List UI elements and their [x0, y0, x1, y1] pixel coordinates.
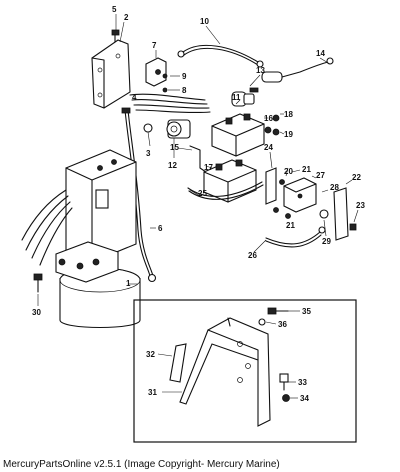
- cable-10: [177, 44, 264, 68]
- screw-30: [33, 273, 43, 293]
- callout-33: 33: [298, 378, 307, 387]
- hoses: [21, 189, 73, 266]
- callout-14: 14: [316, 49, 325, 58]
- callout-26: 26: [248, 251, 257, 260]
- callout-12: 12: [168, 161, 177, 170]
- nuts-20-21: [273, 179, 291, 219]
- callout-34: 34: [300, 394, 309, 403]
- callout-35: 35: [302, 307, 311, 316]
- callout-29: 29: [322, 237, 331, 246]
- callout-19: 19: [284, 130, 293, 139]
- callout-30: 30: [32, 308, 41, 317]
- pump-motor: [55, 149, 141, 329]
- callout-23: 23: [356, 201, 365, 210]
- leader-lines: [37, 14, 359, 399]
- callout-21a: 21: [302, 165, 311, 174]
- mounting-bracket: [91, 39, 131, 109]
- callout-3: 3: [146, 149, 151, 158]
- terminal-block: [145, 57, 168, 93]
- callout-9: 9: [182, 72, 187, 81]
- plate-24: [265, 167, 277, 205]
- fuse-holder: [249, 57, 334, 93]
- callout-11: 11: [232, 93, 241, 102]
- callout-21b: 21: [286, 221, 295, 230]
- callout-27: 27: [316, 171, 325, 180]
- solenoid-upper: [211, 113, 272, 157]
- switch-12: [143, 119, 191, 139]
- washer-29: [319, 209, 329, 219]
- callout-22: 22: [352, 173, 361, 182]
- circuit-breaker: [283, 177, 317, 213]
- callout-1: 1: [126, 279, 131, 288]
- inset-box: [133, 299, 357, 443]
- grommet: [231, 91, 255, 107]
- callout-7: 7: [152, 41, 157, 50]
- cover-22: [333, 187, 357, 241]
- bracket-15: [189, 145, 207, 173]
- callout-numbers: 1 2 3 4 5 6 7 8 9 10 11 12 13 14 15 16 1…: [32, 5, 365, 403]
- callout-4: 4: [132, 93, 137, 102]
- callout-15: 15: [170, 143, 179, 152]
- callout-8: 8: [182, 86, 187, 95]
- callout-36: 36: [278, 320, 287, 329]
- callout-5: 5: [112, 5, 117, 14]
- wire-harness: [129, 93, 211, 114]
- screw-5: [111, 29, 120, 43]
- callout-16: 16: [264, 114, 273, 123]
- cable-6: [121, 107, 157, 283]
- callout-24: 24: [264, 143, 273, 152]
- callout-28: 28: [330, 183, 339, 192]
- callout-17: 17: [204, 163, 213, 172]
- callout-6: 6: [158, 224, 163, 233]
- callout-18: 18: [284, 110, 293, 119]
- callout-20: 20: [284, 167, 293, 176]
- cable-25: [187, 181, 264, 200]
- callout-31: 31: [148, 388, 157, 397]
- callout-2: 2: [124, 13, 129, 22]
- callout-25: 25: [198, 189, 207, 198]
- copyright-caption: MercuryPartsOnline v2.5.1 (Image Copyrig…: [3, 459, 280, 470]
- callout-13: 13: [256, 66, 265, 75]
- callout-32: 32: [146, 350, 155, 359]
- nuts-18-19: [272, 114, 280, 136]
- cable-26: [265, 226, 326, 248]
- callout-10: 10: [200, 17, 209, 26]
